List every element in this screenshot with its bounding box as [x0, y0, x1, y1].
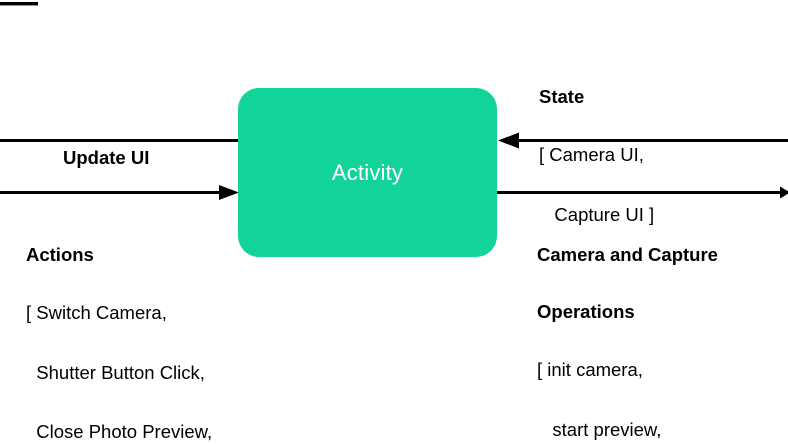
label-camera-operations: Camera and Capture Operations [ init cam… — [537, 208, 718, 444]
edge-camera-ops-arrowhead — [780, 186, 788, 199]
label-camera-operations-item: [ init camera, — [537, 359, 643, 380]
node-activity[interactable]: Activity — [238, 88, 497, 257]
label-actions: Actions [ Switch Camera, Shutter Button … — [26, 208, 250, 444]
label-state: State [ Camera UI, Capture UI ] — [539, 50, 654, 262]
label-actions-item: Shutter Button Click, — [26, 361, 205, 383]
edge-state-arrowhead — [498, 132, 519, 149]
label-actions-heading: Actions — [26, 244, 94, 265]
label-camera-operations-item: start preview, — [537, 418, 662, 440]
label-actions-item: [ Switch Camera, — [26, 302, 167, 323]
label-state-heading: State — [539, 86, 585, 107]
label-update-ui-heading: Update UI — [63, 147, 150, 168]
label-state-item: Capture UI ] — [539, 203, 655, 225]
label-state-item: [ Camera UI, — [539, 144, 644, 165]
label-actions-item: Close Photo Preview, — [26, 421, 213, 442]
node-activity-label: Activity — [331, 159, 404, 185]
edge-actions-arrowhead — [219, 185, 239, 200]
corner-mark — [0, 2, 38, 6]
label-update-ui: Update UI — [63, 111, 149, 204]
label-camera-operations-heading-line-1: Camera and Capture — [537, 244, 718, 265]
label-camera-operations-heading-line-2: Operations — [537, 301, 635, 322]
